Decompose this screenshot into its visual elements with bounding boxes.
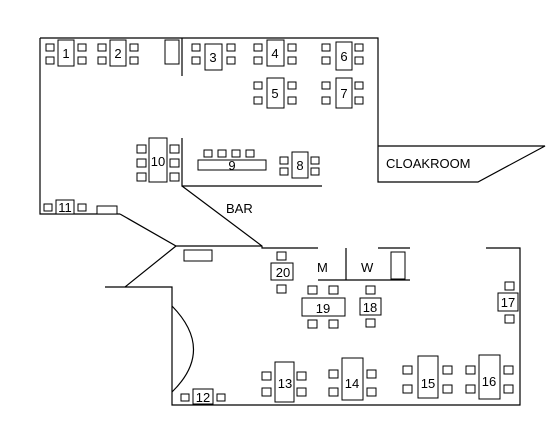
table-16[interactable]: 16: [465, 354, 514, 400]
table-number: 2: [114, 46, 121, 61]
table-number: 16: [482, 374, 496, 389]
restroom-fixture: [390, 251, 406, 280]
table-11[interactable]: 11: [43, 199, 87, 215]
table-15[interactable]: 15: [402, 355, 453, 399]
table-6[interactable]: 6: [321, 41, 364, 71]
table-number: 6: [340, 49, 347, 64]
table-number: 11: [58, 200, 72, 215]
table-number: 19: [316, 301, 330, 316]
bar-counter-fixture: [183, 249, 213, 262]
table-number: 13: [278, 376, 292, 391]
table-20[interactable]: 20: [270, 251, 294, 294]
table-number: 10: [151, 154, 165, 169]
table-number: 8: [296, 158, 303, 173]
table-number: 15: [421, 376, 435, 391]
table-number: 5: [271, 86, 278, 101]
table-1[interactable]: 1: [45, 39, 87, 67]
table-number: 7: [340, 86, 347, 101]
table-number: 1: [62, 46, 69, 61]
fixture-box: [164, 39, 180, 65]
table-number: 18: [363, 300, 377, 315]
table-18[interactable]: 18: [359, 285, 382, 328]
womens-restroom-label: W: [361, 260, 374, 275]
table-14[interactable]: 14: [328, 357, 377, 401]
fixture-box: [96, 205, 118, 215]
table-12[interactable]: 12: [180, 388, 226, 405]
table-number: 14: [345, 376, 359, 391]
table-13[interactable]: 13: [261, 361, 307, 403]
table-number: 4: [271, 46, 278, 61]
mens-restroom-label: M: [317, 260, 328, 275]
table-number: 9: [228, 158, 235, 173]
table-number: 3: [209, 50, 216, 65]
table-17[interactable]: 17: [497, 281, 519, 324]
table-5[interactable]: 5: [253, 77, 297, 109]
cloakroom-label: CLOAKROOM: [386, 156, 471, 171]
walls: [39, 37, 546, 406]
bar-label: BAR: [226, 201, 253, 216]
table-19[interactable]: 19: [301, 285, 346, 329]
table-9[interactable]: 9: [197, 149, 267, 173]
table-number: 17: [501, 295, 515, 310]
table-2[interactable]: 2: [97, 39, 139, 67]
table-number: 20: [276, 265, 290, 280]
table-10[interactable]: 10: [136, 137, 180, 183]
table-8[interactable]: 8: [279, 151, 320, 179]
table-number: 12: [196, 390, 210, 405]
table-4[interactable]: 4: [253, 39, 297, 67]
table-7[interactable]: 7: [321, 77, 364, 109]
table-3[interactable]: 3: [191, 43, 236, 71]
